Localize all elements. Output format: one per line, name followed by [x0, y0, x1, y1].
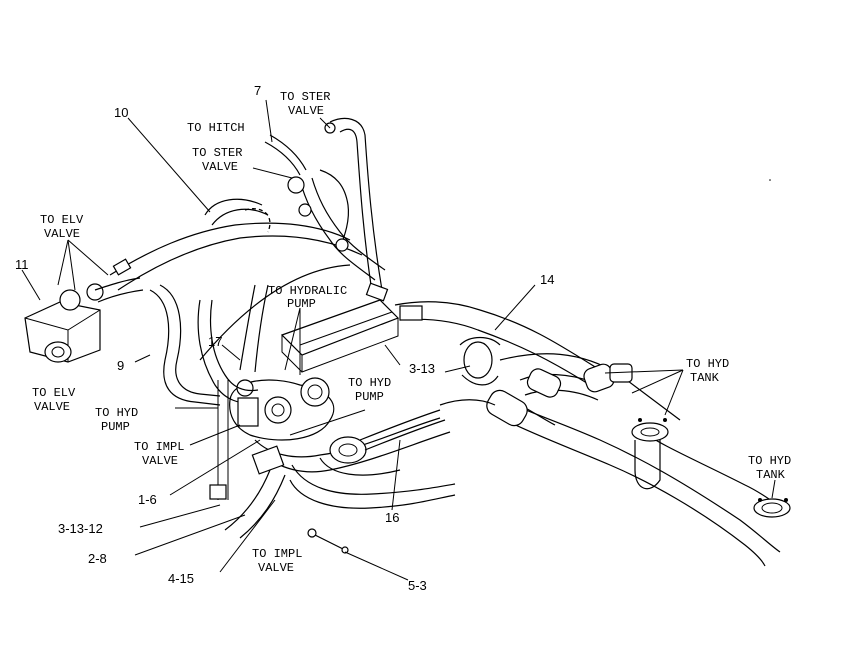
callout-line: TO HYD — [748, 454, 791, 468]
leader-lines — [21, 99, 776, 581]
item-number: 7 — [254, 83, 261, 98]
item-number: 5-3 — [408, 578, 427, 593]
callout-to-elv-valve-bottom: TO ELV VALVE — [32, 386, 76, 414]
stray-mark — [769, 179, 771, 181]
callout-line: TO HITCH — [187, 121, 245, 135]
callout-to-hyd-pump-left: TO HYD PUMP — [95, 406, 138, 434]
callout-line: TO HYD — [686, 357, 729, 371]
item-number: 4-15 — [168, 571, 194, 586]
callout-line: TANK — [690, 371, 720, 385]
item-number: 11 — [15, 257, 29, 272]
item-numbers: 7 10 11 9 17 14 3-13 1-6 3-13-12 2-8 4-1… — [15, 83, 554, 593]
item-number: 1-6 — [138, 492, 157, 507]
callout-line: TO HYD — [348, 376, 391, 390]
callout-to-hyd-tank-far: TO HYD TANK — [748, 454, 791, 482]
callout-line: TO HYD — [95, 406, 138, 420]
callout-line: PUMP — [101, 420, 130, 434]
item-number: 9 — [117, 358, 124, 373]
callout-to-impl-valve-bottom: TO IMPL VALVE — [252, 547, 302, 575]
callout-to-hydralic-pump: TO HYDRALIC PUMP — [268, 284, 347, 311]
callout-to-impl-valve-left: TO IMPL VALVE — [134, 440, 184, 468]
hose-drawing — [24, 117, 791, 567]
callout-line: TO ELV — [32, 386, 76, 400]
callout-line: TO IMPL — [252, 547, 302, 561]
callout-line: TO STER — [192, 146, 242, 160]
item-number: 2-8 — [88, 551, 107, 566]
callout-line: TANK — [756, 468, 786, 482]
callout-to-ster-valve-mid: TO STER VALVE — [192, 146, 242, 174]
item-number: 3-13-12 — [58, 521, 103, 536]
item-number: 16 — [385, 510, 399, 525]
callout-line: VALVE — [288, 104, 324, 118]
callout-line: VALVE — [258, 561, 294, 575]
callout-to-hyd-pump-center: TO HYD PUMP — [348, 376, 391, 404]
callout-line: PUMP — [355, 390, 384, 404]
callout-line: VALVE — [202, 160, 238, 174]
item-number: 10 — [114, 105, 128, 120]
callout-line: VALVE — [44, 227, 80, 241]
callout-line: PUMP — [287, 297, 316, 311]
callout-line: VALVE — [142, 454, 178, 468]
callout-line: VALVE — [34, 400, 70, 414]
callout-to-elv-valve-top: TO ELV VALVE — [40, 213, 84, 241]
item-number: 17 — [208, 334, 222, 349]
item-number: 3-13 — [409, 361, 435, 376]
callout-line: TO STER — [280, 90, 330, 104]
callout-to-hyd-tank-right: TO HYD TANK — [686, 357, 729, 385]
callout-line: TO ELV — [40, 213, 84, 227]
item-number: 14 — [540, 272, 554, 287]
callout-to-ster-valve-top: TO STER VALVE — [280, 90, 330, 118]
callout-to-hitch: TO HITCH — [187, 121, 245, 135]
callout-line: TO IMPL — [134, 440, 184, 454]
callout-line: TO HYDRALIC — [268, 284, 347, 298]
